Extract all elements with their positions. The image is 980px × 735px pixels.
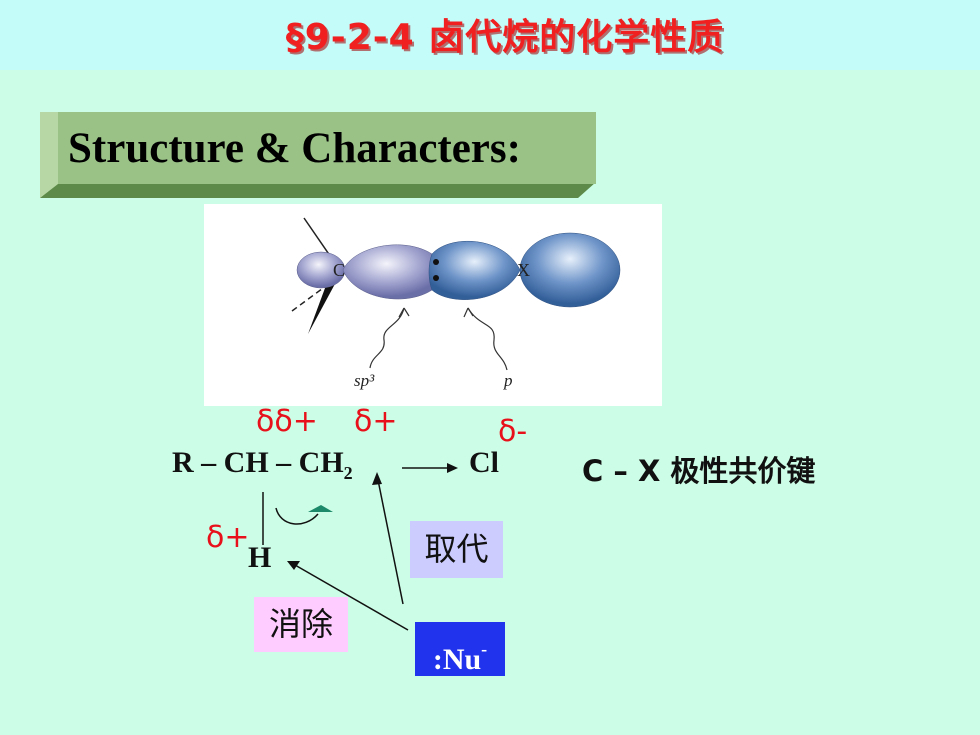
orbital-diagram: C X sp³ p	[204, 204, 662, 406]
nucleophile-charge: -	[481, 639, 488, 659]
page-title: §9-2-4 卤代烷的化学性质	[285, 17, 725, 58]
formula-subscript: 2	[343, 463, 353, 483]
formula-chain: R – CH – CH	[172, 446, 344, 479]
formula-hydrogen: H	[248, 541, 272, 574]
sp3-label: sp³	[354, 371, 375, 390]
partial-charge-d-plus: δ+	[354, 404, 398, 439]
substitution-label: 取代	[410, 521, 503, 578]
formula: R – CH – CH2 Cl	[172, 446, 532, 486]
partial-charge-d-minus: δ-	[498, 414, 528, 449]
elimination-label: 消除	[254, 597, 348, 652]
bond-note: C – X 极性共价键	[582, 454, 816, 488]
title-bar	[0, 0, 980, 70]
partial-charge-dd-plus: δδ+	[256, 404, 318, 439]
formula-chlorine: Cl	[469, 446, 499, 479]
halogen-label: X	[517, 260, 530, 280]
partial-charge-h-plus: δ+	[206, 520, 250, 555]
p-orbital-label: p	[503, 371, 513, 390]
nucleophile-label: :Nu-	[415, 622, 505, 676]
header-banner	[40, 112, 596, 198]
section-header: Structure & Characters:	[68, 125, 521, 172]
nucleophile-text: :Nu	[432, 643, 482, 676]
carbon-label: C	[333, 260, 345, 280]
